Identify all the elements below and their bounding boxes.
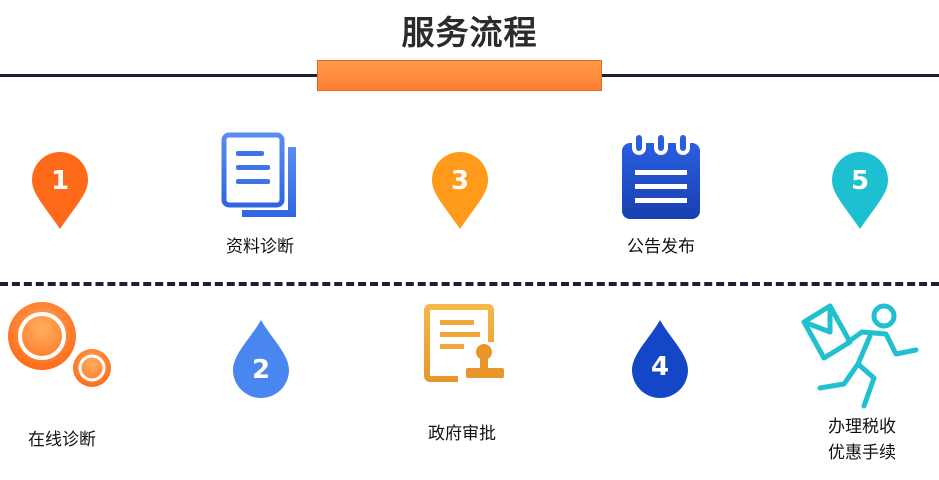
step-3-pin-icon: 3 [432,152,488,229]
step-5-pin-icon: 5 [832,152,888,229]
step-2-drop-icon: 2 [233,320,289,398]
step-4-number: 4 [651,352,669,382]
step-1-number: 1 [51,166,69,196]
stage-label-online-diagnosis: 在线诊断 [28,430,96,450]
title-accent-bar [317,60,602,91]
stage-label-tax-benefit: 办理税收 优惠手续 [812,414,912,466]
step-2-number: 2 [252,355,270,385]
stage-label-gov-approval: 政府审批 [428,424,496,444]
stage-label-public-notice: 公告发布 [627,237,695,257]
circles-icon [8,302,111,387]
step-4-drop-icon: 4 [632,320,688,398]
runner-envelope-icon [801,303,919,409]
step-5-number: 5 [851,166,869,196]
step-1-pin-icon: 1 [32,152,88,229]
step-3-number: 3 [451,166,469,196]
stage-label-document-review: 资料诊断 [226,237,294,257]
page-title: 服务流程 [401,13,538,52]
certificate-stamp-icon [424,304,504,382]
stage-label-tax-benefit-line2: 优惠手续 [828,443,896,463]
document-stack-icon [221,132,296,217]
timeline-dashed-divider [0,282,939,286]
stage-label-tax-benefit-line1: 办理税收 [828,417,896,437]
notepad-icon [622,131,700,219]
